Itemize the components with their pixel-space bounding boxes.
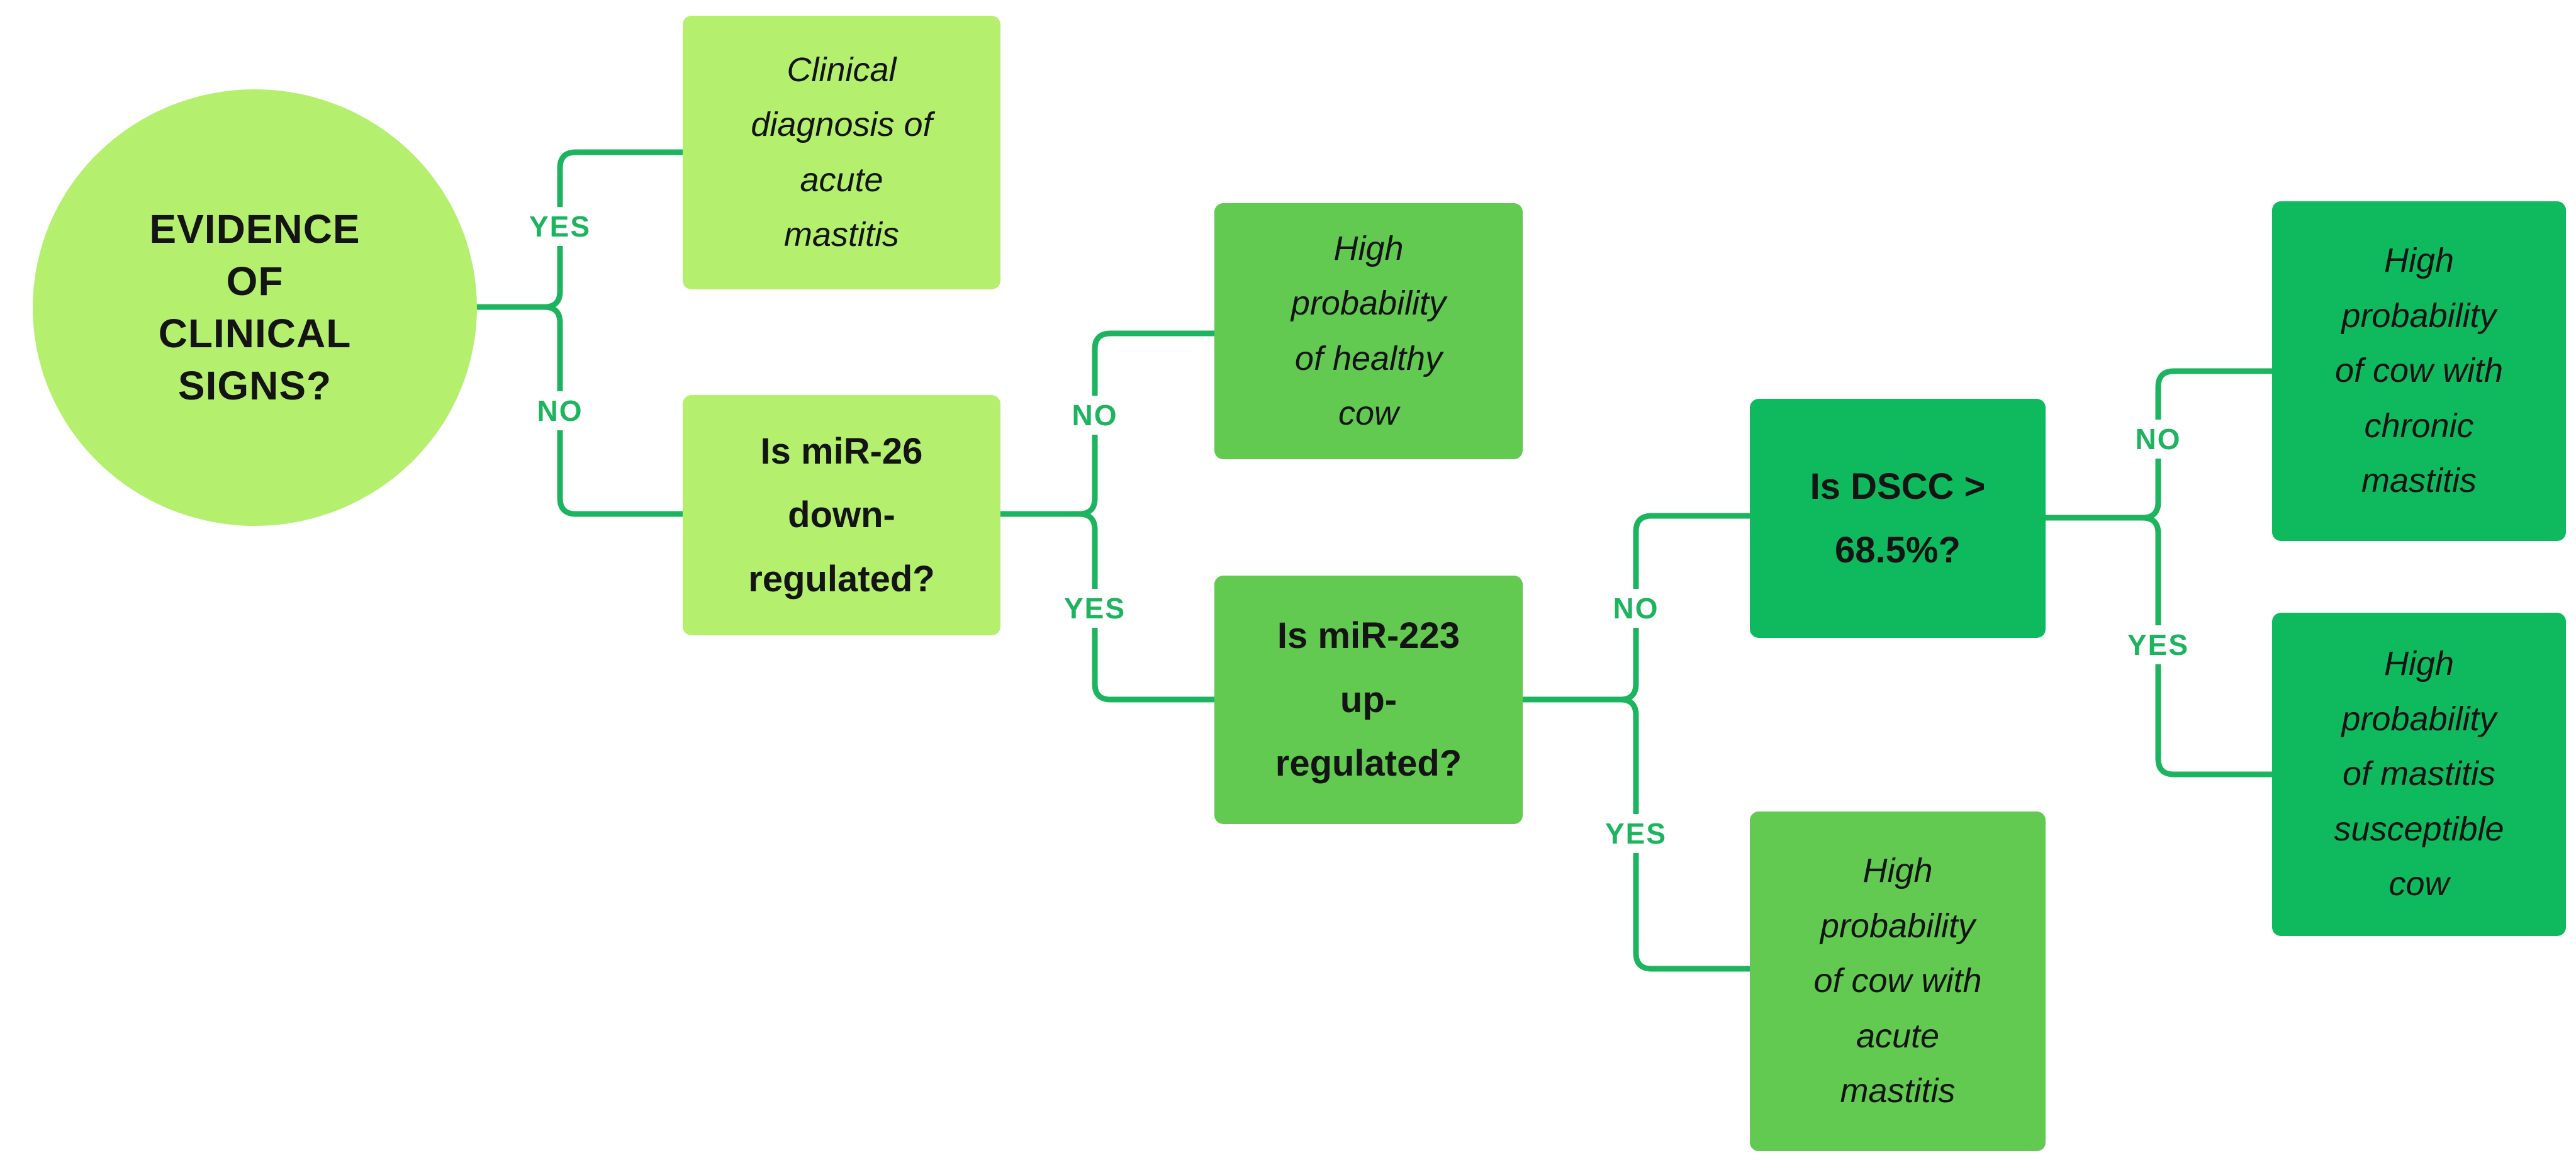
connector-mir26-no	[1078, 330, 1224, 517]
branch-label-yes-root: YES	[525, 207, 595, 246]
node-healthy-cow-text: High probability of healthy cow	[1291, 229, 1447, 432]
connector-dscc-no	[2142, 368, 2281, 521]
connector-root-no	[544, 304, 692, 517]
node-clinical-diagnosis: Clinical diagnosis of acute mastitis	[683, 16, 1000, 289]
branch-label-yes-mir26: YES	[1060, 589, 1130, 628]
branch-label-no-mir26: NO	[1068, 396, 1122, 435]
node-susceptible-cow: High probability of mastitis susceptible…	[2272, 613, 2566, 936]
branch-label-no-mir223: NO	[1609, 589, 1663, 628]
branch-label-no-dscc: NO	[2131, 420, 2185, 459]
node-mir223-question-text: Is miR-223 up- regulated?	[1275, 615, 1462, 784]
branch-label-no-root: NO	[533, 391, 587, 430]
node-mir26-question-text: Is miR-26 down- regulated?	[748, 430, 935, 600]
connector-mir26-yes	[1078, 511, 1224, 703]
connector-mir223-no	[1620, 513, 1759, 703]
node-chronic-mastitis: High probability of cow with chronic mas…	[2272, 201, 2566, 541]
branch-label-yes-mir223: YES	[1601, 814, 1671, 853]
node-acute-mastitis: High probability of cow with acute masti…	[1750, 811, 2046, 1151]
node-dscc-question-text: Is DSCC > 68.5%?	[1810, 466, 1986, 571]
connector-mir223-yes	[1620, 696, 1759, 972]
root-node-evidence-of-clinical-signs: EVIDENCE OF CLINICAL SIGNS?	[33, 89, 477, 526]
node-chronic-mastitis-text: High probability of cow with chronic mas…	[2334, 242, 2504, 500]
branch-label-yes-dscc: YES	[2123, 625, 2193, 664]
connector-dscc-yes	[2142, 515, 2281, 778]
connector-root-yes	[544, 149, 692, 310]
node-healthy-cow: High probability of healthy cow	[1214, 203, 1523, 459]
node-acute-mastitis-text: High probability of cow with acute masti…	[1813, 852, 1982, 1110]
node-dscc-question: Is DSCC > 68.5%?	[1750, 399, 2046, 638]
node-clinical-diagnosis-text: Clinical diagnosis of acute mastitis	[751, 50, 932, 254]
node-mir26-question: Is miR-26 down- regulated?	[683, 395, 1000, 635]
node-mir223-question: Is miR-223 up- regulated?	[1214, 576, 1523, 824]
node-susceptible-cow-text: High probability of mastitis susceptible…	[2334, 645, 2504, 903]
root-node-text: EVIDENCE OF CLINICAL SIGNS?	[149, 206, 361, 409]
